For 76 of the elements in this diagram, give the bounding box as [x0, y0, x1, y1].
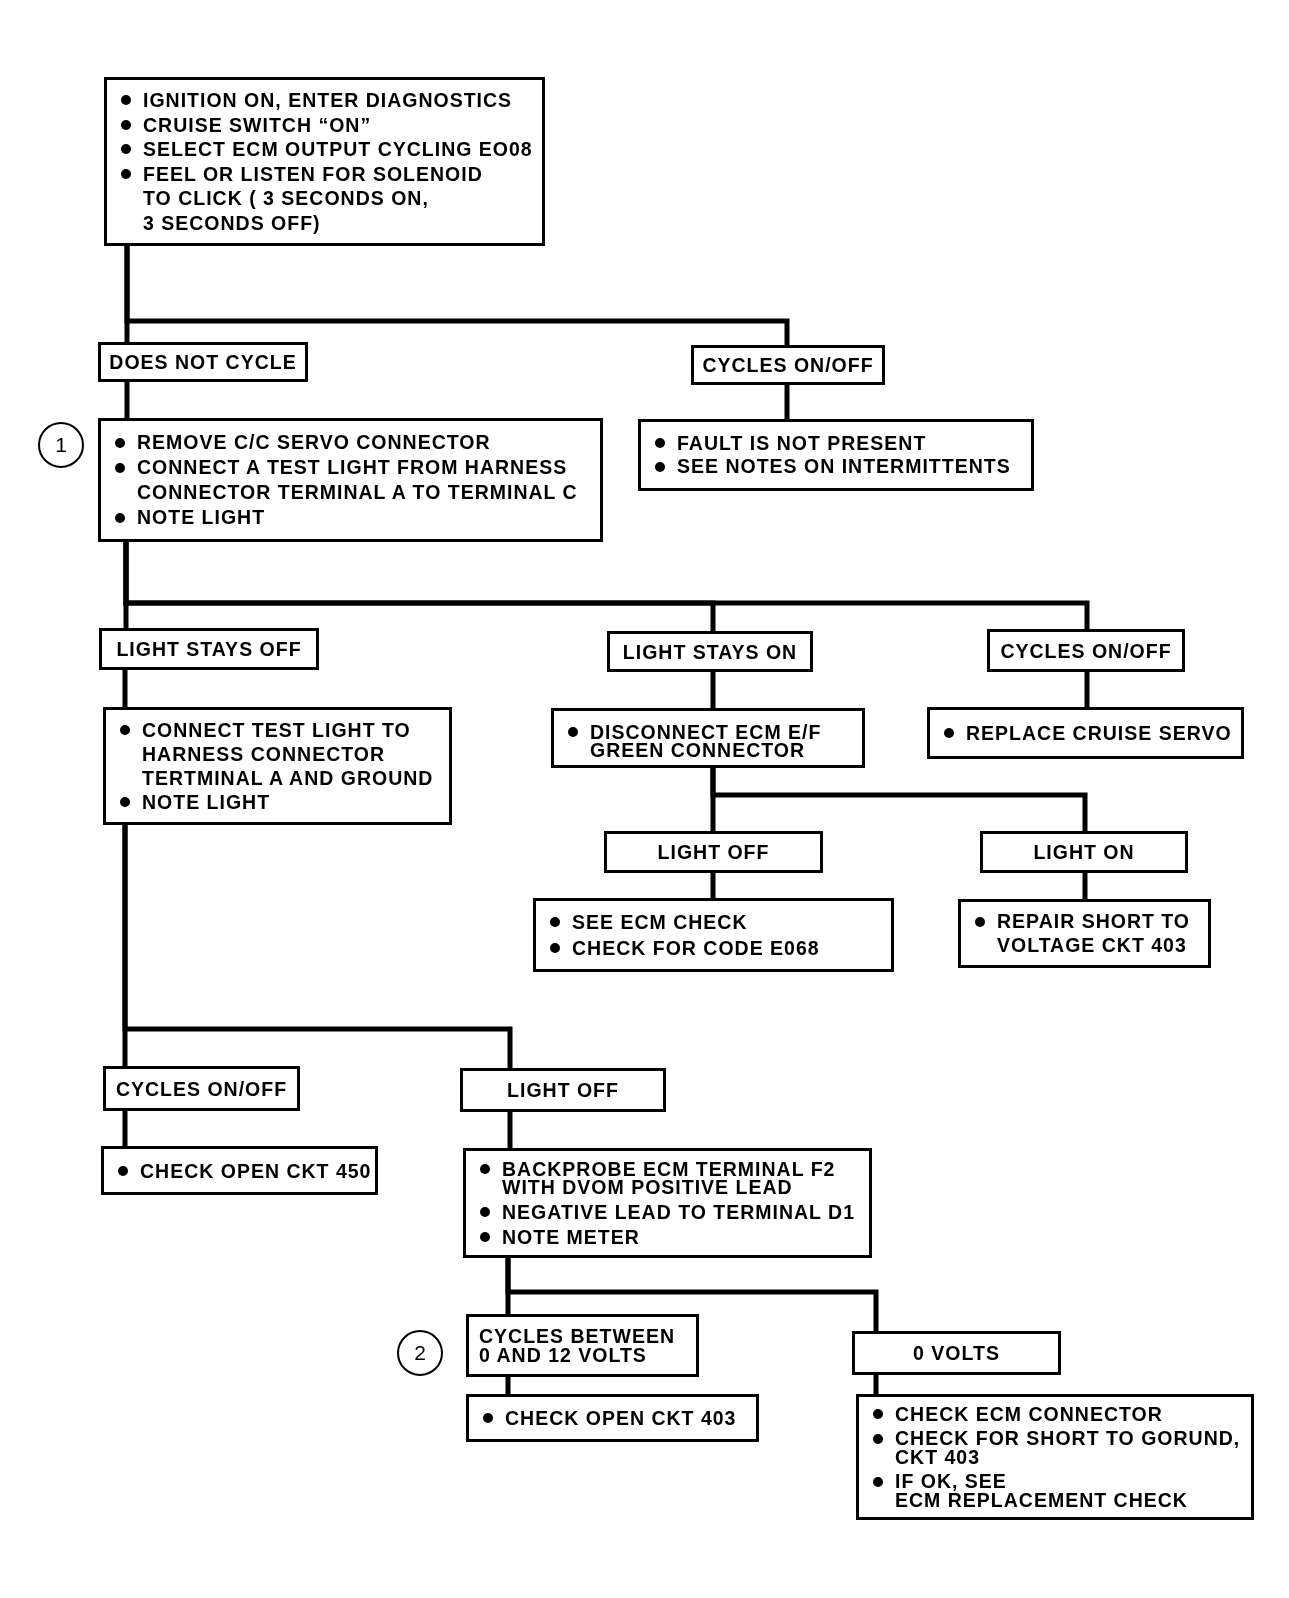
outcome-label: LIGHT OFF	[507, 1079, 619, 1101]
outcome-label: LIGHT OFF	[657, 841, 770, 863]
connector-line	[507, 1112, 513, 1148]
outcome-label: DOES NOT CYCLE	[109, 351, 297, 373]
connector-line	[122, 825, 513, 1068]
outcome-label: LIGHT STAYS ON	[622, 640, 798, 663]
step-text: CONNECT A TEST LIGHT FROM HARNESS CONNECTOR TERMINAL A TO TERMINAL C	[137, 455, 578, 505]
step-text: CHECK OPEN CKT 450	[140, 1159, 372, 1182]
step-text: SEE NOTES ON INTERMITTENTS	[677, 455, 1011, 479]
outcome-box	[852, 1331, 1061, 1375]
step-text: NOTE METER	[502, 1228, 640, 1247]
step-text: NEGATIVE LEAD TO TERMINAL D1	[502, 1203, 856, 1222]
outcome-box	[466, 1314, 699, 1377]
step-text: CHECK OPEN CKT 403	[505, 1407, 737, 1429]
step-text: REPAIR SHORT TO VOLTAGE CKT 403	[997, 910, 1191, 957]
outcome-box	[691, 345, 885, 385]
outcome-label: CYCLES ON/OFF	[115, 1077, 288, 1100]
step-box	[638, 419, 1034, 491]
step-text: IF OK, SEE ECM REPLACEMENT CHECK	[895, 1472, 1188, 1510]
step-text: REPLACE CRUISE SERVO	[966, 722, 1232, 744]
outcome-box	[980, 831, 1188, 873]
step-box	[958, 899, 1211, 968]
step-text: FEEL OR LISTEN FOR SOLENOID TO CLICK ( 3 SECONDS ON, 3 SECONDS OFF)	[143, 161, 483, 235]
step-box	[856, 1394, 1254, 1520]
outcome-label: CYCLES ON/OFF	[702, 354, 874, 376]
callout-number: 2	[397, 1330, 443, 1376]
connector-line	[1084, 672, 1090, 707]
step-text: FAULT IS NOT PRESENT	[677, 431, 927, 455]
step-text: IGNITION ON, ENTER DIAGNOSTICS	[143, 88, 513, 113]
step-text: SELECT ECM OUTPUT CYCLING EO08	[143, 137, 533, 162]
step-box	[104, 77, 545, 246]
callout-number: 1	[38, 422, 84, 468]
step-box	[98, 418, 603, 542]
outcome-box	[607, 631, 813, 672]
connector-line	[505, 1377, 511, 1394]
step-box	[927, 707, 1244, 759]
step-text: SEE ECM CHECK	[572, 909, 748, 935]
outcome-box	[460, 1068, 666, 1112]
connector-line	[710, 768, 1088, 831]
step-text: NOTE LIGHT	[142, 790, 271, 815]
connector-line	[710, 873, 716, 898]
connector-line	[124, 246, 790, 345]
outcome-label: CYCLES ON/OFF	[1000, 639, 1172, 662]
connector-line	[873, 1375, 879, 1394]
outcome-box	[99, 628, 319, 670]
step-box	[103, 707, 452, 825]
connector-line	[784, 385, 790, 419]
connector-line	[124, 382, 130, 418]
step-box	[466, 1394, 759, 1442]
step-box	[533, 898, 894, 972]
outcome-label: LIGHT ON	[1033, 841, 1135, 863]
connector-line	[122, 670, 128, 707]
step-text: NOTE LIGHT	[137, 505, 266, 530]
step-text: CONNECT TEST LIGHT TO HARNESS CONNECTOR TERTMINAL A AND GROUND	[142, 717, 434, 791]
step-box	[551, 708, 865, 768]
connector-line	[122, 1111, 128, 1146]
outcome-label: CYCLES BETWEEN 0 AND 12 VOLTS	[479, 1326, 675, 1365]
outcome-box	[103, 1066, 300, 1111]
outcome-label: LIGHT STAYS OFF	[116, 638, 302, 660]
step-text: CRUISE SWITCH “ON”	[143, 112, 372, 137]
connector-line	[710, 672, 716, 708]
step-text: BACKPROBE ECM TERMINAL F2 WITH DVOM POSITIVE LEAD	[502, 1159, 836, 1197]
step-box	[463, 1148, 872, 1258]
step-text: CHECK FOR SHORT TO GORUND, CKT 403	[895, 1429, 1241, 1467]
step-text: DISCONNECT ECM E/F GREEN CONNECTOR	[590, 722, 822, 760]
outcome-box	[604, 831, 823, 873]
outcome-label: 0 VOLTS	[913, 1342, 1000, 1364]
step-text: CHECK ECM CONNECTOR	[895, 1404, 1163, 1424]
outcome-box	[987, 629, 1185, 672]
connector-line	[123, 542, 1090, 629]
outcome-box	[98, 342, 308, 382]
step-box	[101, 1146, 378, 1195]
step-text: CHECK FOR CODE E068	[572, 936, 820, 961]
connector-line	[505, 1258, 879, 1331]
connector-line	[1082, 873, 1088, 899]
step-text: REMOVE C/C SERVO CONNECTOR	[137, 430, 491, 455]
